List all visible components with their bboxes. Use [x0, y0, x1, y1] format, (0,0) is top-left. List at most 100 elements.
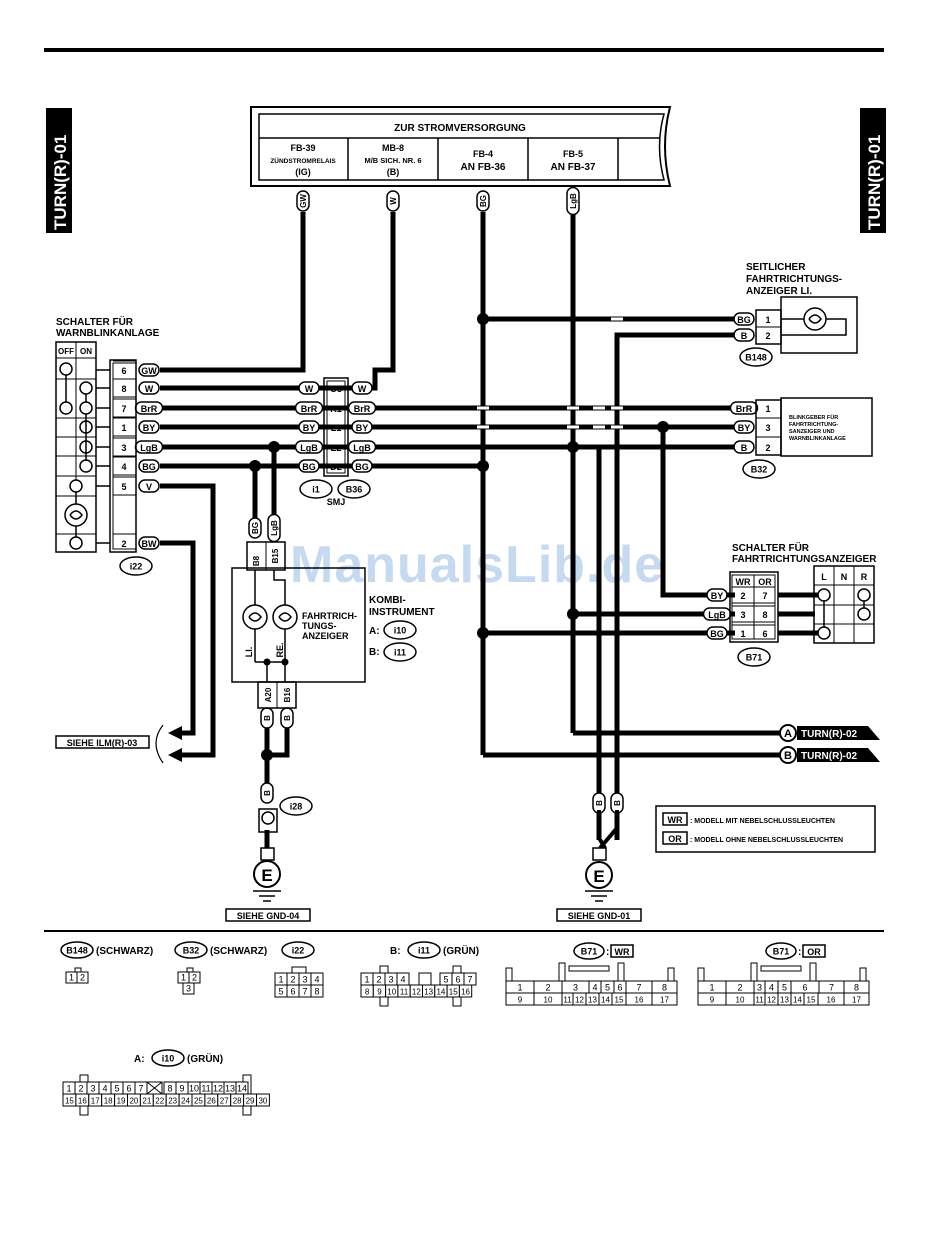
b71-wire-bg: BG — [706, 626, 728, 640]
power-supply-title: ZUR STROMVERSORGUNG — [394, 123, 526, 134]
smj-right-brr: BrR — [347, 401, 377, 415]
svg-text:9: 9 — [179, 1084, 184, 1094]
b71-pin-wr: 1 — [740, 629, 745, 639]
b32-pin: 3 — [765, 423, 770, 433]
connector-i10[interactable]: i10 — [383, 620, 417, 640]
connector-b32[interactable]: B32 — [742, 459, 776, 479]
ps-fb37: AN FB-37 — [550, 162, 595, 173]
svg-text:16: 16 — [461, 988, 470, 997]
hazard-title-2: WARNBLINKANLAGE — [56, 328, 160, 339]
ps-fb5: FB-5 — [563, 149, 583, 159]
svg-text:5: 5 — [278, 987, 283, 997]
hazard-pin: 2 — [121, 539, 126, 549]
svg-text:15: 15 — [449, 988, 458, 997]
side-tab-right-label: TURN(R)-01 — [865, 135, 884, 230]
connector-i1[interactable]: i1 — [299, 479, 333, 499]
svg-text:i10: i10 — [394, 626, 407, 636]
svg-text:13: 13 — [780, 996, 789, 1005]
svg-text:3: 3 — [573, 983, 578, 993]
svg-text:14: 14 — [436, 988, 445, 997]
svg-text:28: 28 — [233, 1097, 242, 1106]
connector-i28[interactable]: i28 — [279, 796, 313, 816]
svg-text::: : — [798, 947, 801, 958]
hazard-pin: 4 — [121, 462, 126, 472]
svg-text:3: 3 — [757, 983, 762, 993]
continuation-a[interactable]: A TURN(R)-02 — [779, 724, 880, 742]
svg-text:2: 2 — [737, 983, 742, 993]
arrow-left-icon — [168, 726, 182, 740]
side-marker-title-1: SEITLICHER — [746, 262, 806, 273]
connector-b36[interactable]: B36 — [337, 479, 371, 499]
svg-text:BrR: BrR — [736, 404, 753, 414]
svg-text:B: B — [595, 800, 604, 806]
svg-text:B148: B148 — [66, 946, 88, 956]
connector-i22[interactable]: i22 — [119, 556, 153, 576]
ps-wire-lgb: LgB — [566, 186, 580, 216]
svg-text:4: 4 — [769, 983, 774, 993]
ps-b: (B) — [387, 167, 400, 177]
continuation-a-letter: A — [784, 728, 792, 740]
ground-ref-left[interactable]: SIEHE GND-04 — [225, 908, 311, 922]
side-tab-left[interactable]: TURN(R)-01 — [46, 108, 72, 233]
svg-text:LgB: LgB — [270, 520, 279, 536]
svg-text:B: B — [741, 443, 748, 453]
wire-gw — [160, 212, 306, 373]
b71-pin-wr: 3 — [740, 610, 745, 620]
svg-text:11: 11 — [400, 988, 409, 997]
ground-ref-left-label: SIEHE GND-04 — [237, 911, 300, 921]
meter-pin-b8: B8 — [252, 555, 261, 566]
svg-text:5: 5 — [443, 975, 448, 985]
wire-bw — [160, 540, 196, 736]
svg-text:BrR: BrR — [354, 404, 371, 414]
hazard-wire-by: BY — [138, 420, 160, 434]
ps-fb39: FB-39 — [290, 143, 315, 153]
side-marker-title-2: FAHRTRICHTUNGS- — [746, 274, 842, 285]
top-rule — [44, 48, 884, 52]
svg-text:BG: BG — [302, 462, 316, 472]
svg-text:2: 2 — [545, 983, 550, 993]
hazard-wire-w: W — [138, 381, 160, 395]
legend-or-code: OR — [668, 834, 682, 844]
svg-text:5: 5 — [605, 983, 610, 993]
svg-text:2: 2 — [290, 975, 295, 985]
flasher-text-2: FAHRTRICHTUNG- — [789, 422, 838, 428]
svg-text:11: 11 — [755, 996, 764, 1005]
connector-b148[interactable]: B148 — [739, 347, 773, 367]
svg-text:10: 10 — [189, 1084, 199, 1094]
svg-text:B71: B71 — [581, 947, 598, 957]
side-tab-right[interactable]: TURN(R)-01 — [860, 108, 886, 233]
meter-lamp-left: LI. — [244, 647, 254, 658]
continuation-b[interactable]: B TURN(R)-02 — [779, 746, 880, 764]
legend-or-text: : MODELL OHNE NEBELSCHLUSSLEUCHTEN — [690, 837, 843, 844]
svg-text:BG: BG — [355, 462, 369, 472]
smj-pin: E2 — [330, 443, 341, 453]
svg-text:(GRÜN): (GRÜN) — [187, 1052, 223, 1065]
svg-text:i22: i22 — [292, 946, 305, 956]
legend-wr-text: : MODELL MIT NEBELSCHLUSSLEUCHTEN — [690, 818, 835, 825]
hazard-pin: 1 — [121, 423, 126, 433]
svg-text:6: 6 — [290, 987, 295, 997]
svg-text:2: 2 — [192, 973, 197, 983]
svg-text:6: 6 — [617, 983, 622, 993]
svg-text:24: 24 — [181, 1097, 190, 1106]
meter-lamp-label-1: FAHRTRICH- — [302, 611, 357, 621]
svg-text:22: 22 — [155, 1097, 164, 1106]
connector-b71[interactable]: B71 — [737, 647, 771, 667]
ground-ref-right[interactable]: SIEHE GND-01 — [556, 908, 642, 922]
ilm-ref[interactable]: SIEHE ILM(R)-03 — [55, 724, 182, 764]
svg-text:GW: GW — [299, 194, 308, 208]
wire-w — [160, 212, 396, 391]
ground-right-symbol: E — [593, 867, 604, 886]
turn-switch-col-l: L — [821, 572, 827, 582]
connector-i11[interactable]: i11 — [383, 642, 417, 662]
b148-pin: 1 — [765, 315, 770, 325]
svg-text:(SCHWARZ): (SCHWARZ) — [210, 946, 267, 957]
ground-right-wire-1: B — [592, 792, 606, 814]
smj-right-w: W — [351, 381, 373, 395]
flasher-text-1: BLINKGEBER FÜR — [789, 414, 838, 421]
svg-text:8: 8 — [167, 1084, 172, 1094]
svg-text:4: 4 — [400, 975, 405, 985]
svg-text:12: 12 — [575, 996, 584, 1005]
